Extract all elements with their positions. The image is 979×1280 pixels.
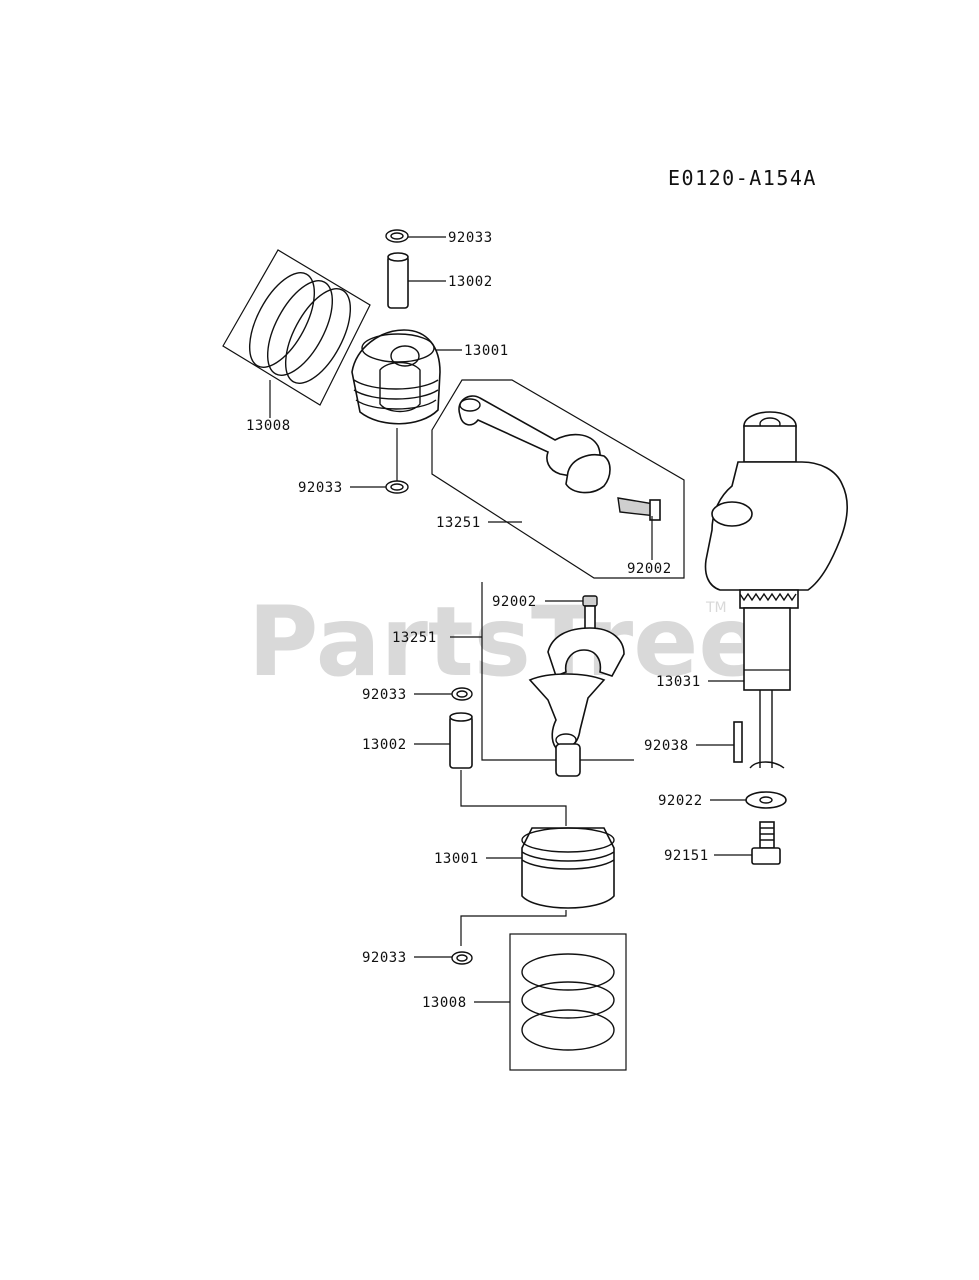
diagram-code: E0120-A154A [668,166,817,190]
piston-rings-upper[interactable] [222,249,371,406]
callout-92033-top: 92033 [448,230,493,246]
callout-92033-mid: 92033 [298,480,343,496]
callout-92022: 92022 [658,793,703,809]
piston-upper[interactable] [351,329,441,425]
callout-13001-top: 13001 [464,343,509,359]
crankshaft-bolt[interactable] [751,821,781,865]
snap-ring-top[interactable] [385,229,409,243]
callout-92033-lower-1: 92033 [362,687,407,703]
watermark: PartsTree [248,586,763,698]
snap-ring-lower-2[interactable] [451,951,473,965]
callout-13008-top: 13008 [246,418,291,434]
piston-pin-lower[interactable] [449,712,473,769]
piston-rings-lower[interactable] [509,933,627,1071]
callout-13002-top: 13002 [448,274,493,290]
callout-13008-lower: 13008 [422,995,467,1011]
callout-13251-top: 13251 [436,515,481,531]
crankshaft-washer[interactable] [745,791,787,809]
callout-13251-lower: 13251 [392,630,437,646]
callout-92038: 92038 [644,738,689,754]
callout-92002-lower: 92002 [492,594,537,610]
rod-bolt-lower[interactable] [582,595,598,633]
callout-92002-top: 92002 [627,561,672,577]
piston-pin-upper[interactable] [387,252,409,309]
connecting-rod-upper[interactable] [431,379,685,579]
snap-ring-bottom-upper[interactable] [385,480,409,494]
connecting-rod-lower[interactable] [528,627,625,777]
crankshaft[interactable] [704,411,848,769]
callout-13002-lower: 13002 [362,737,407,753]
callout-92033-lower-2: 92033 [362,950,407,966]
callout-92151: 92151 [664,848,709,864]
piston-lower[interactable] [521,827,615,909]
callout-13031: 13031 [656,674,701,690]
watermark-tm: TM [705,600,727,616]
callout-13001-lower: 13001 [434,851,479,867]
crankshaft-key[interactable] [733,721,743,763]
